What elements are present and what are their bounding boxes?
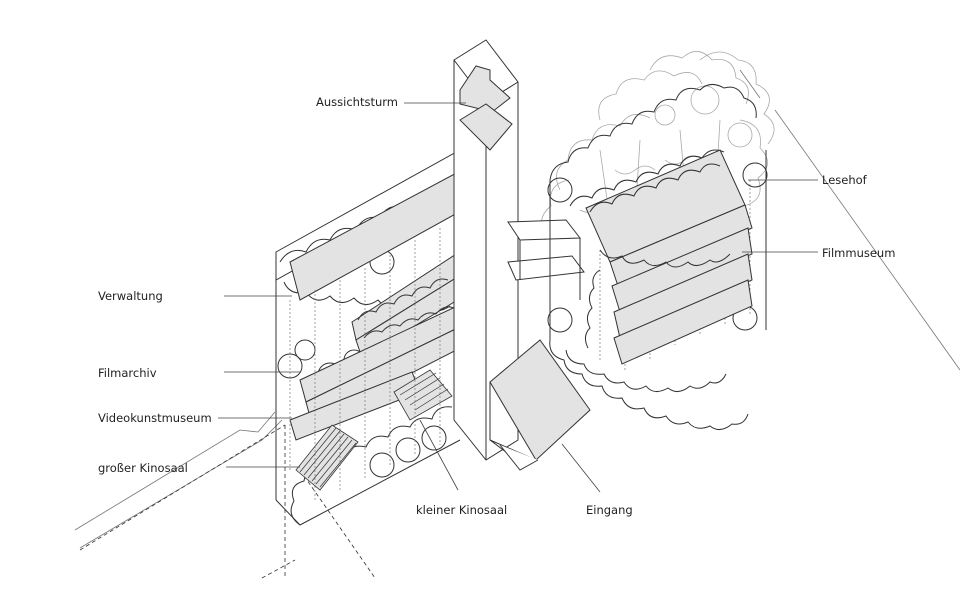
tower-lower-slab: [459, 103, 513, 151]
label-filmarchiv: Filmarchiv: [98, 366, 157, 380]
filmmuseum-slab-2: [611, 227, 753, 313]
filmmuseum-slab-1: [609, 204, 753, 287]
label-eingang: Eingang: [586, 503, 633, 517]
site-dashed-lines: [79, 424, 376, 579]
stair-lines: [299, 372, 449, 488]
entrance: [489, 339, 591, 471]
kleiner-kinosaal-stairs: [393, 369, 453, 421]
filmmuseum-slab-4: [613, 279, 753, 365]
west-wave-edges: [357, 278, 455, 339]
east-wave-edges: [584, 163, 731, 349]
east-slabs: [585, 149, 753, 365]
label-filmmuseum: Filmmuseum: [822, 246, 896, 260]
leader-lines: [218, 102, 818, 493]
filmmuseum-slab-3: [613, 253, 753, 339]
site-lines: [74, 69, 960, 549]
bridge: [507, 219, 585, 300]
label-grosser-kinosaal: großer Kinosaal: [98, 461, 188, 475]
label-verwaltung: Verwaltung: [98, 289, 163, 303]
label-kleiner-kinosaal: kleiner Kinosaal: [416, 503, 508, 517]
label-lesehof: Lesehof: [822, 173, 867, 187]
label-aussichtsturm: Aussichtsturm: [316, 95, 398, 109]
west-slabs: [289, 169, 477, 441]
tower-slabs: [459, 65, 513, 151]
label-videokunstmuseum: Videokunstmuseum: [98, 411, 212, 425]
tower-top-slab: [459, 65, 511, 113]
